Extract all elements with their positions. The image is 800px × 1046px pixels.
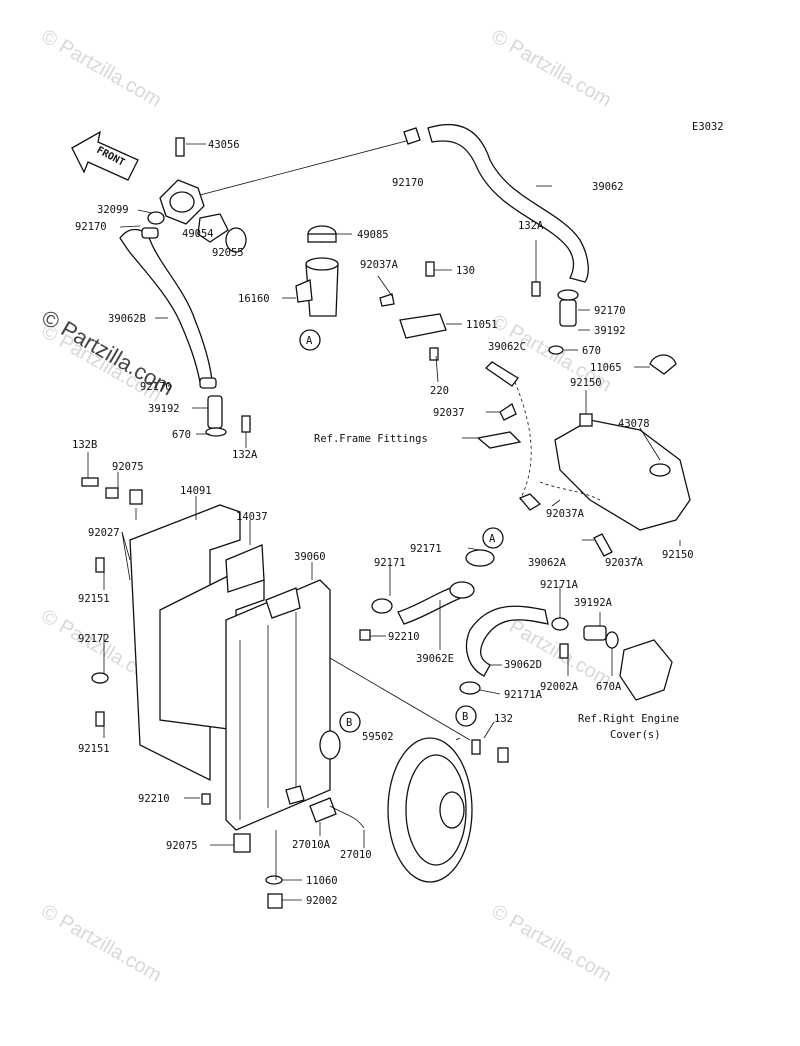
label-39192: 39192 <box>148 403 180 415</box>
label-132a: 132A <box>518 220 544 232</box>
label-32099: 32099 <box>97 204 129 216</box>
label-92171a: 92171A <box>540 579 579 591</box>
radiator <box>225 579 341 831</box>
label-670a: 670A <box>596 681 622 693</box>
label-92172: 92172 <box>78 633 110 645</box>
label-14037: 14037 <box>236 511 268 523</box>
radiator-shroud <box>129 504 265 782</box>
label-92170: 92170 <box>75 221 107 233</box>
leader-lines <box>87 143 681 901</box>
label-130: 130 <box>456 265 475 277</box>
label-39062e: 39062E <box>416 653 454 665</box>
bracket-11051 <box>399 313 447 339</box>
label-14091: 14091 <box>180 485 212 497</box>
label-132a: 132A <box>232 449 258 461</box>
label-92151: 92151 <box>78 743 110 755</box>
cooling-fan <box>387 737 509 883</box>
label-92037a: 92037A <box>605 557 644 569</box>
watermark: © Partzilla.com <box>488 900 616 986</box>
label-11051: 11051 <box>466 319 498 331</box>
label-39062c: 39062C <box>488 341 526 353</box>
watermark: © Partzilla.com <box>38 900 166 986</box>
diagram-code: E3032 <box>692 121 724 133</box>
label-220: 220 <box>430 385 449 397</box>
label-59502: 59502 <box>362 731 394 743</box>
label-92170: 92170 <box>140 381 172 393</box>
label-11065: 11065 <box>590 362 622 374</box>
label-49054: 49054 <box>182 228 214 240</box>
label-92075: 92075 <box>166 840 198 852</box>
callout-a-circle <box>299 329 321 351</box>
label-11060: 11060 <box>306 875 338 887</box>
label-92150: 92150 <box>570 377 602 389</box>
ref-cover: Cover(s) <box>610 729 661 741</box>
label-39062a: 39062A <box>528 557 567 569</box>
label-92037a: 92037A <box>546 508 585 520</box>
label-92037a: 92037A <box>360 259 399 271</box>
label-43056: 43056 <box>208 139 240 151</box>
watermark: © Partzilla.com <box>488 25 616 111</box>
hose-39062 <box>427 123 589 283</box>
label-92055: 92055 <box>212 247 244 259</box>
hose-39062c <box>484 361 519 387</box>
label-92210: 92210 <box>138 793 170 805</box>
label-49085: 49085 <box>357 229 389 241</box>
hose-39062d <box>465 605 549 677</box>
part-labels: 43056 92170 39062 32099 92170 49054 4908… <box>72 139 694 907</box>
label-92170: 92170 <box>392 177 424 189</box>
callout-b: B <box>462 711 468 723</box>
label-27010: 27010 <box>340 849 372 861</box>
label-92171: 92171 <box>374 557 406 569</box>
label-16160: 16160 <box>238 293 270 305</box>
label-92150: 92150 <box>662 549 694 561</box>
callout-b: B <box>346 717 352 729</box>
hose-39062b <box>119 228 213 383</box>
thermostat-assembly <box>147 137 247 253</box>
label-39062: 39062 <box>592 181 624 193</box>
label-39192a: 39192A <box>574 597 613 609</box>
watermark: © Partzilla.com <box>38 25 166 111</box>
label-92170: 92170 <box>594 305 626 317</box>
front-arrow-icon: FRONT <box>71 130 139 181</box>
label-670: 670 <box>172 429 191 441</box>
ref-right-engine: Ref.Right Engine <box>578 713 679 725</box>
label-43078: 43078 <box>618 418 650 430</box>
label-92075: 92075 <box>112 461 144 473</box>
label-92171: 92171 <box>410 543 442 555</box>
label-92002a: 92002A <box>540 681 579 693</box>
reservoir-tank <box>554 354 691 531</box>
label-39062d: 39062D <box>504 659 542 671</box>
filler-neck <box>295 225 339 317</box>
label-92027: 92027 <box>88 527 120 539</box>
label-132b: 132B <box>72 439 97 451</box>
label-39060: 39060 <box>294 551 326 563</box>
label-92037: 92037 <box>433 407 465 419</box>
ref-frame-fittings: Ref.Frame Fittings <box>314 433 428 445</box>
label-39192: 39192 <box>594 325 626 337</box>
label-27010a: 27010A <box>292 839 331 851</box>
label-92002: 92002 <box>306 895 338 907</box>
label-92210: 92210 <box>388 631 420 643</box>
label-92151: 92151 <box>78 593 110 605</box>
callout-a: A <box>306 335 313 347</box>
label-132: 132 <box>494 713 513 725</box>
label-39062b: 39062B <box>108 313 146 325</box>
label-92171a: 92171A <box>504 689 543 701</box>
label-670: 670 <box>582 345 601 357</box>
callout-a: A <box>489 533 496 545</box>
